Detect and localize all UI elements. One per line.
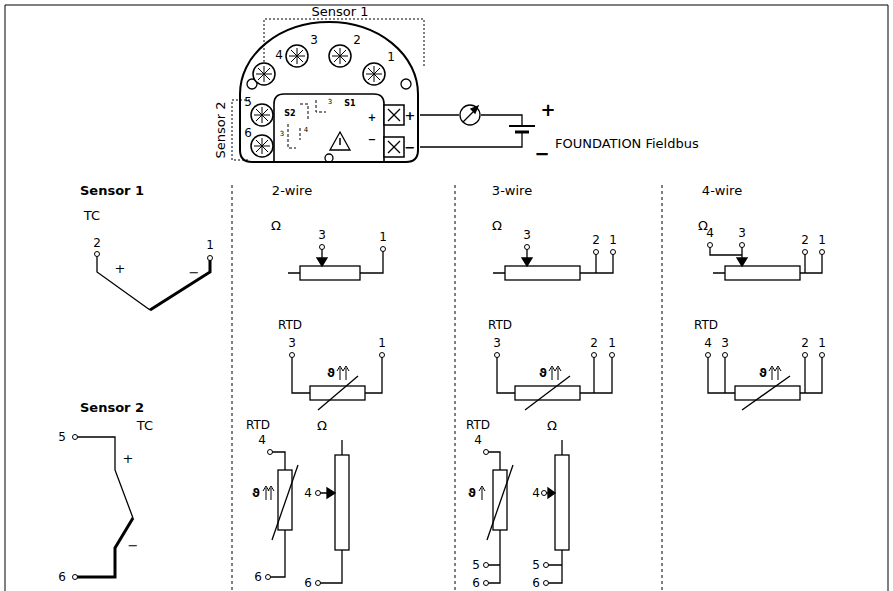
label: Ω: [317, 419, 327, 432]
label: RTD: [466, 419, 490, 431]
label: 3: [721, 337, 729, 349]
label: 1: [206, 239, 214, 251]
label: 2: [801, 234, 809, 246]
label: S1: [344, 100, 355, 108]
label: TC: [84, 209, 100, 222]
label: S2: [284, 110, 295, 118]
label: ϑ: [468, 487, 476, 499]
label: 3: [280, 131, 284, 138]
label: 3-wire: [492, 184, 532, 197]
label: Sensor 2: [214, 102, 227, 159]
label: Ω: [492, 219, 502, 232]
label: ϑ: [539, 367, 547, 379]
label: +: [115, 262, 126, 275]
label: −: [368, 135, 376, 145]
label: Sensor 1: [312, 5, 369, 18]
label: 6: [304, 577, 312, 589]
label: −: [534, 145, 549, 163]
label: 5: [244, 96, 252, 108]
label: 5: [58, 431, 66, 443]
label: Sensor 1: [80, 184, 144, 197]
label: 5: [472, 559, 480, 571]
label: −: [128, 539, 139, 552]
label: RTD: [488, 319, 512, 331]
label: +: [540, 101, 555, 119]
label: 3: [288, 337, 296, 349]
label: TC: [137, 419, 153, 432]
label: 1: [608, 337, 616, 349]
label: −: [189, 266, 200, 279]
label: 2: [590, 337, 598, 349]
label: 1: [818, 234, 826, 246]
label: 4: [706, 227, 714, 239]
label: 4: [532, 487, 540, 499]
label: 4: [275, 49, 283, 61]
label: RTD: [278, 319, 302, 331]
label: 1: [818, 337, 826, 349]
label: ϑ: [327, 367, 335, 379]
label: +: [123, 452, 134, 465]
label: 4: [304, 127, 308, 134]
label: 4: [304, 487, 312, 499]
label: Ω: [271, 219, 281, 232]
label: 3: [738, 227, 746, 239]
label: RTD: [246, 419, 270, 431]
label: Sensor 2: [80, 401, 144, 414]
label: 6: [244, 127, 252, 139]
label: 2-wire: [272, 184, 312, 197]
label: 3: [328, 99, 332, 106]
label: 1: [387, 51, 395, 63]
label: +: [368, 113, 376, 123]
housing: [240, 22, 418, 162]
label: RTD: [694, 319, 718, 331]
label: +: [405, 109, 416, 122]
label: 3: [523, 229, 531, 241]
label: Ω: [547, 419, 557, 432]
label: 1: [379, 231, 387, 243]
label: 6: [472, 577, 480, 589]
label: 4-wire: [702, 184, 742, 197]
label: 5: [532, 559, 540, 571]
label: 3: [310, 34, 318, 46]
label: 4: [704, 337, 712, 349]
label: 1: [378, 337, 386, 349]
label: ϑ: [252, 487, 260, 499]
label: 3: [318, 229, 326, 241]
label: 2: [353, 34, 361, 46]
label: 1: [609, 234, 617, 246]
label: 4: [474, 434, 482, 446]
label: 2: [93, 237, 101, 249]
label: 6: [58, 571, 66, 583]
label: 6: [254, 571, 262, 583]
label: −: [405, 141, 416, 154]
label: 2: [801, 337, 809, 349]
label: 3: [493, 337, 501, 349]
label: 4: [258, 434, 266, 446]
label: 6: [532, 577, 540, 589]
label: FOUNDATION Fieldbus: [555, 137, 699, 150]
label: 2: [592, 234, 600, 246]
label: ϑ: [759, 367, 767, 379]
